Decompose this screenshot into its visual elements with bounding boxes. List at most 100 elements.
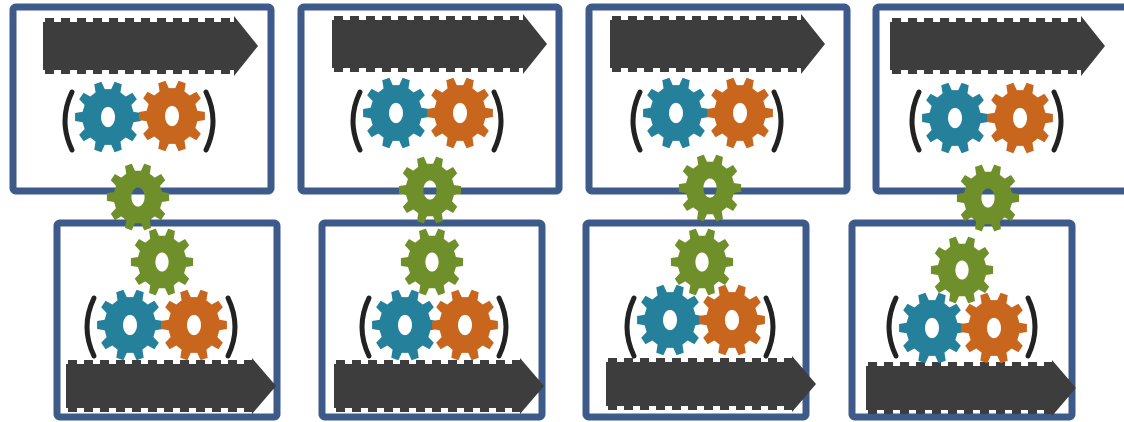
rack-tooth: [496, 360, 505, 365]
orange-gear-icon: [699, 284, 765, 356]
blue-gear-icon: [372, 289, 438, 361]
rack-tooth: [132, 407, 141, 412]
rack-tooth: [756, 16, 765, 21]
rack-tooth: [948, 409, 957, 414]
rack-tooth: [132, 360, 141, 365]
bracket-icon: [909, 89, 922, 153]
rack-tooth: [45, 18, 54, 23]
rack-tooth: [916, 409, 925, 414]
rack-arrow-head: [252, 358, 276, 414]
rack-tooth: [68, 360, 77, 365]
green-gear-icon: [930, 236, 994, 304]
rack-tooth: [752, 358, 761, 363]
bracket-icon: [491, 89, 504, 153]
orange-gear-icon: [961, 292, 1027, 364]
rack-tooth: [708, 16, 717, 21]
bracket-icon: [763, 295, 776, 359]
rack-tooth: [688, 358, 697, 363]
rack-tooth: [109, 69, 118, 74]
blue-gear-icon: [363, 77, 429, 149]
rack-tooth: [244, 360, 253, 365]
rack-tooth: [916, 362, 925, 367]
rack-tooth: [612, 67, 621, 72]
bracket-icon: [624, 295, 637, 359]
rack-tooth: [956, 69, 965, 74]
rack-arrow-icon: [866, 360, 1076, 416]
rack-arrow-head: [234, 16, 258, 76]
rack-tooth: [704, 405, 713, 410]
bracket-icon: [1051, 89, 1064, 153]
bottom-frame: [582, 219, 810, 421]
rack-tooth: [336, 407, 345, 412]
rack-tooth: [980, 409, 989, 414]
bracket-icon: [771, 89, 784, 153]
rack-tooth: [446, 16, 455, 21]
rack-tooth: [164, 360, 173, 365]
green-gear-icon: [106, 163, 170, 231]
rack-tooth: [478, 67, 487, 72]
rack-tooth: [720, 405, 729, 410]
rack-tooth: [414, 16, 423, 21]
rack-tooth: [624, 405, 633, 410]
bracket-icon: [350, 89, 363, 153]
rack-tooth: [940, 18, 949, 23]
rack-tooth: [368, 407, 377, 412]
green-gear-icon: [670, 228, 734, 296]
green-gear-icon: [678, 154, 742, 222]
rack-tooth: [446, 67, 455, 72]
rack-tooth: [672, 358, 681, 363]
rack-tooth: [244, 407, 253, 412]
rack-tooth: [462, 16, 471, 21]
rack-tooth: [908, 69, 917, 74]
rack-tooth: [164, 407, 173, 412]
rack-arrow-head: [523, 14, 547, 74]
rack-tooth: [157, 69, 166, 74]
rack-tooth: [352, 360, 361, 365]
blue-gear-icon: [75, 81, 141, 153]
orange-gear-icon: [161, 289, 227, 361]
rack-tooth: [141, 69, 150, 74]
rack-tooth: [334, 67, 343, 72]
bracket-icon: [1025, 295, 1038, 359]
rack-tooth: [708, 67, 717, 72]
rack-arrow-icon: [890, 16, 1105, 76]
orange-gear-icon: [427, 77, 493, 149]
rack-tooth: [494, 67, 503, 72]
blue-gear-icon: [637, 284, 703, 356]
rack-tooth: [432, 407, 441, 412]
rack-tooth: [430, 67, 439, 72]
rack-tooth: [480, 407, 489, 412]
rack-tooth: [996, 409, 1005, 414]
rack-tooth: [660, 67, 669, 72]
rack-tooth: [772, 16, 781, 21]
rack-tooth: [212, 407, 221, 412]
orange-gear-icon: [987, 82, 1053, 154]
rack-tooth: [100, 360, 109, 365]
rack-tooth: [704, 358, 713, 363]
rack-tooth: [382, 16, 391, 21]
rack-tooth: [125, 69, 134, 74]
rack-tooth: [448, 407, 457, 412]
rack-tooth: [640, 358, 649, 363]
rack-tooth: [1012, 409, 1021, 414]
blue-gear-icon: [97, 289, 163, 361]
rack-tooth: [740, 67, 749, 72]
rack-tooth: [772, 67, 781, 72]
rack-tooth: [724, 67, 733, 72]
rack-tooth: [644, 16, 653, 21]
rack-tooth: [996, 362, 1005, 367]
rack-tooth: [336, 360, 345, 365]
rack-tooth: [496, 407, 505, 412]
rack-tooth: [612, 16, 621, 21]
green-gear-icon: [130, 228, 194, 296]
rack-tooth: [61, 18, 70, 23]
rack-tooth: [430, 16, 439, 21]
rack-body: [606, 362, 794, 406]
blue-gear-icon: [643, 77, 709, 149]
rack-tooth: [400, 407, 409, 412]
rack-arrow-icon: [332, 14, 547, 74]
rack-tooth: [494, 16, 503, 21]
rack-tooth: [84, 360, 93, 365]
rack-tooth: [1068, 69, 1077, 74]
rack-arrow-icon: [610, 14, 825, 74]
